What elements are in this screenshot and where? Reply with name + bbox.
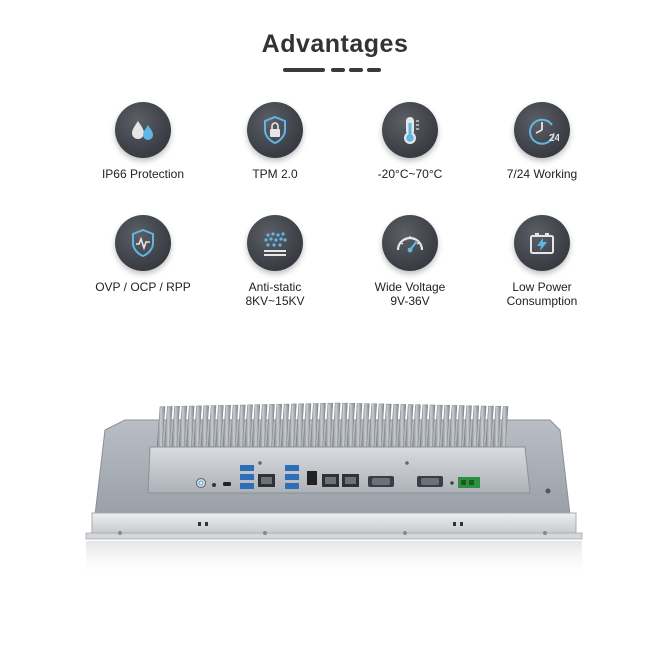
feature-ip66: IP66 Protection [68, 102, 218, 181]
static-dots-icon [247, 215, 303, 271]
feature-label: Low Power Consumption [506, 280, 578, 308]
feature-label: IP66 Protection [101, 167, 185, 181]
feature-label: 7/24 Working [506, 167, 578, 181]
feature-label: TPM 2.0 [252, 167, 298, 181]
svg-text:24: 24 [549, 133, 559, 144]
protection-shield-icon [115, 215, 171, 271]
page-title: Advantages [261, 30, 409, 58]
feature-label: OVP / OCP / RPP [95, 280, 191, 294]
product-image [80, 385, 600, 585]
feature-tpm: TPM 2.0 [200, 102, 350, 181]
clock-24-icon: 24 [514, 102, 570, 158]
gauge-icon [382, 215, 438, 271]
feature-ovp: OVP / OCP / RPP [68, 215, 218, 294]
feature-wide-voltage: Wide Voltage 9V-36V [335, 215, 485, 308]
feature-label: Anti-static 8KV~15KV [245, 280, 305, 308]
feature-label: -20°C~70°C [377, 167, 443, 181]
feature-antistatic: Anti-static 8KV~15KV [200, 215, 350, 308]
security-lock-shield-icon [247, 102, 303, 158]
feature-label: Wide Voltage 9V-36V [374, 280, 446, 308]
feature-temperature: -20°C~70°C [335, 102, 485, 181]
battery-icon [514, 215, 570, 271]
feature-low-power: Low Power Consumption [467, 215, 617, 308]
water-drops-icon [115, 102, 171, 158]
feature-247: 24 7/24 Working [467, 102, 617, 181]
thermometer-icon [382, 102, 438, 158]
